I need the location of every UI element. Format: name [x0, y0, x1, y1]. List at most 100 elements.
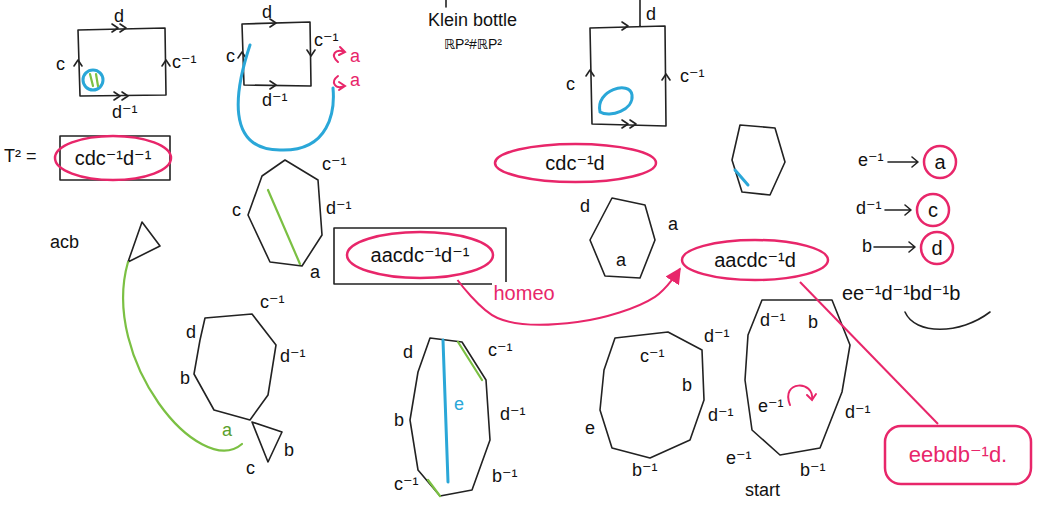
torus-square [78, 28, 166, 96]
edge-label: homeo [492, 282, 557, 305]
klein-square [242, 22, 311, 86]
edge-letter: d [580, 196, 590, 217]
edge-letter: c⁻¹ [260, 292, 285, 313]
edge-letter: d [646, 4, 656, 25]
blue-slash [735, 170, 748, 185]
edge-letter: c⁻¹ [640, 346, 665, 367]
edge-letter: a [350, 70, 360, 91]
edge-letter: c⁻¹ [314, 30, 339, 51]
hexagon-sketch [590, 198, 655, 278]
edge-letter: d⁻¹ [262, 90, 288, 111]
circle-outline [924, 146, 956, 178]
word-text: c [928, 199, 938, 222]
ellipse-outline [55, 136, 171, 180]
edge-letter: e⁻¹ [758, 396, 784, 417]
word-ellipse: aacdc⁻¹d⁻¹ [345, 230, 495, 280]
letter-circle: c [915, 192, 951, 228]
edge-letter: c [232, 200, 241, 221]
edge-letter: c⁻¹ [394, 474, 419, 495]
edge-letter: a [350, 46, 360, 67]
word-ellipse: aacdc⁻¹d [680, 238, 830, 282]
edge-letter: T² = [4, 146, 37, 167]
edge-arrows [238, 19, 315, 89]
word-frame [334, 228, 506, 284]
edge-letter: d⁻¹ [856, 198, 882, 219]
edge-letter: d⁻¹ [760, 310, 786, 331]
letter-circle: a [922, 144, 958, 180]
edge-letter: start [745, 480, 780, 501]
blue-marks [83, 45, 748, 482]
edge-letter: a [616, 250, 626, 271]
green-curve [123, 262, 242, 451]
red-arrow [334, 76, 345, 90]
edge-letter: c [246, 458, 255, 479]
edge-letter: c [566, 74, 575, 95]
hexagon-sketch [732, 125, 785, 195]
word-ellipse: cdc⁻¹d [493, 142, 658, 184]
edge-letter: d [262, 2, 272, 23]
blue-loop [600, 88, 633, 114]
polygon-sketch [745, 300, 850, 455]
blue-loop [83, 70, 103, 90]
word-text: aacdc⁻¹d [714, 249, 796, 272]
edge-letter: ℝP²#ℝP² [444, 36, 502, 52]
edge-letter: e [585, 418, 595, 439]
edge-letter: acb [50, 232, 79, 253]
ellipse-outline [682, 240, 828, 280]
pointer-line [445, 0, 447, 7]
edge-letter: c⁻¹ [488, 340, 513, 361]
ellipse-outline [495, 144, 656, 182]
edge-letter: b [180, 368, 190, 389]
edge-letter: d [403, 342, 413, 363]
green-marks [90, 74, 482, 496]
edge-letter: d⁻¹ [112, 102, 138, 123]
edge-letter: b⁻¹ [492, 466, 518, 487]
edge-letter: c⁻¹ [172, 52, 197, 73]
edge-letter: c⁻¹ [680, 66, 705, 87]
edge-letter: b [808, 312, 818, 333]
word-text: cdc⁻¹d⁻¹ [75, 147, 152, 170]
edge-letter: b [284, 440, 294, 461]
edge-letter: c⁻¹ [322, 154, 347, 175]
word-text: d [931, 237, 942, 260]
edge-letter: d⁻¹ [708, 405, 734, 426]
letter-circle: d [919, 230, 955, 266]
polygon-sketch [194, 314, 276, 420]
edge-letter: c [226, 46, 235, 67]
edge-letter: e⁻¹ [726, 448, 752, 469]
blue-curve [238, 45, 333, 150]
word-text: a [934, 151, 945, 174]
edge-letter: e [454, 394, 464, 415]
hexagon-sketch [248, 160, 322, 266]
brace-curve [905, 312, 990, 329]
blue-cut [443, 340, 448, 482]
edge-letter: d⁻¹ [326, 198, 352, 219]
triangle-sketch [128, 222, 160, 262]
square-sketch [590, 0, 666, 126]
edge-letter: d⁻¹ [704, 326, 730, 347]
word-text: cdc⁻¹d [545, 152, 604, 175]
edge-letter: b [394, 410, 404, 431]
red-marks [334, 47, 816, 405]
edge-letter: b [862, 236, 872, 257]
edge-letter: a [310, 262, 320, 283]
green-line [268, 190, 300, 264]
edge-letter: e⁻¹ [858, 150, 884, 171]
edge-letter: d [114, 6, 124, 27]
word-box: eebdb⁻¹d. [883, 424, 1033, 486]
green-tick [90, 74, 98, 86]
polygon-sketch [600, 332, 704, 458]
polygon-sketches [60, 0, 990, 496]
edge-letter: Klein bottle [428, 10, 517, 31]
word-text: aacdc⁻¹d⁻¹ [371, 244, 470, 267]
polygon-sketch [410, 338, 490, 496]
edge-letter: d⁻¹ [845, 402, 871, 423]
word-ellipse: cdc⁻¹d⁻¹ [53, 134, 173, 182]
edge-arrows [586, 22, 670, 128]
edge-letter: d⁻¹ [500, 404, 526, 425]
ellipse-outline [347, 232, 493, 278]
edge-letter: b⁻¹ [632, 460, 658, 481]
green-line [428, 342, 482, 496]
